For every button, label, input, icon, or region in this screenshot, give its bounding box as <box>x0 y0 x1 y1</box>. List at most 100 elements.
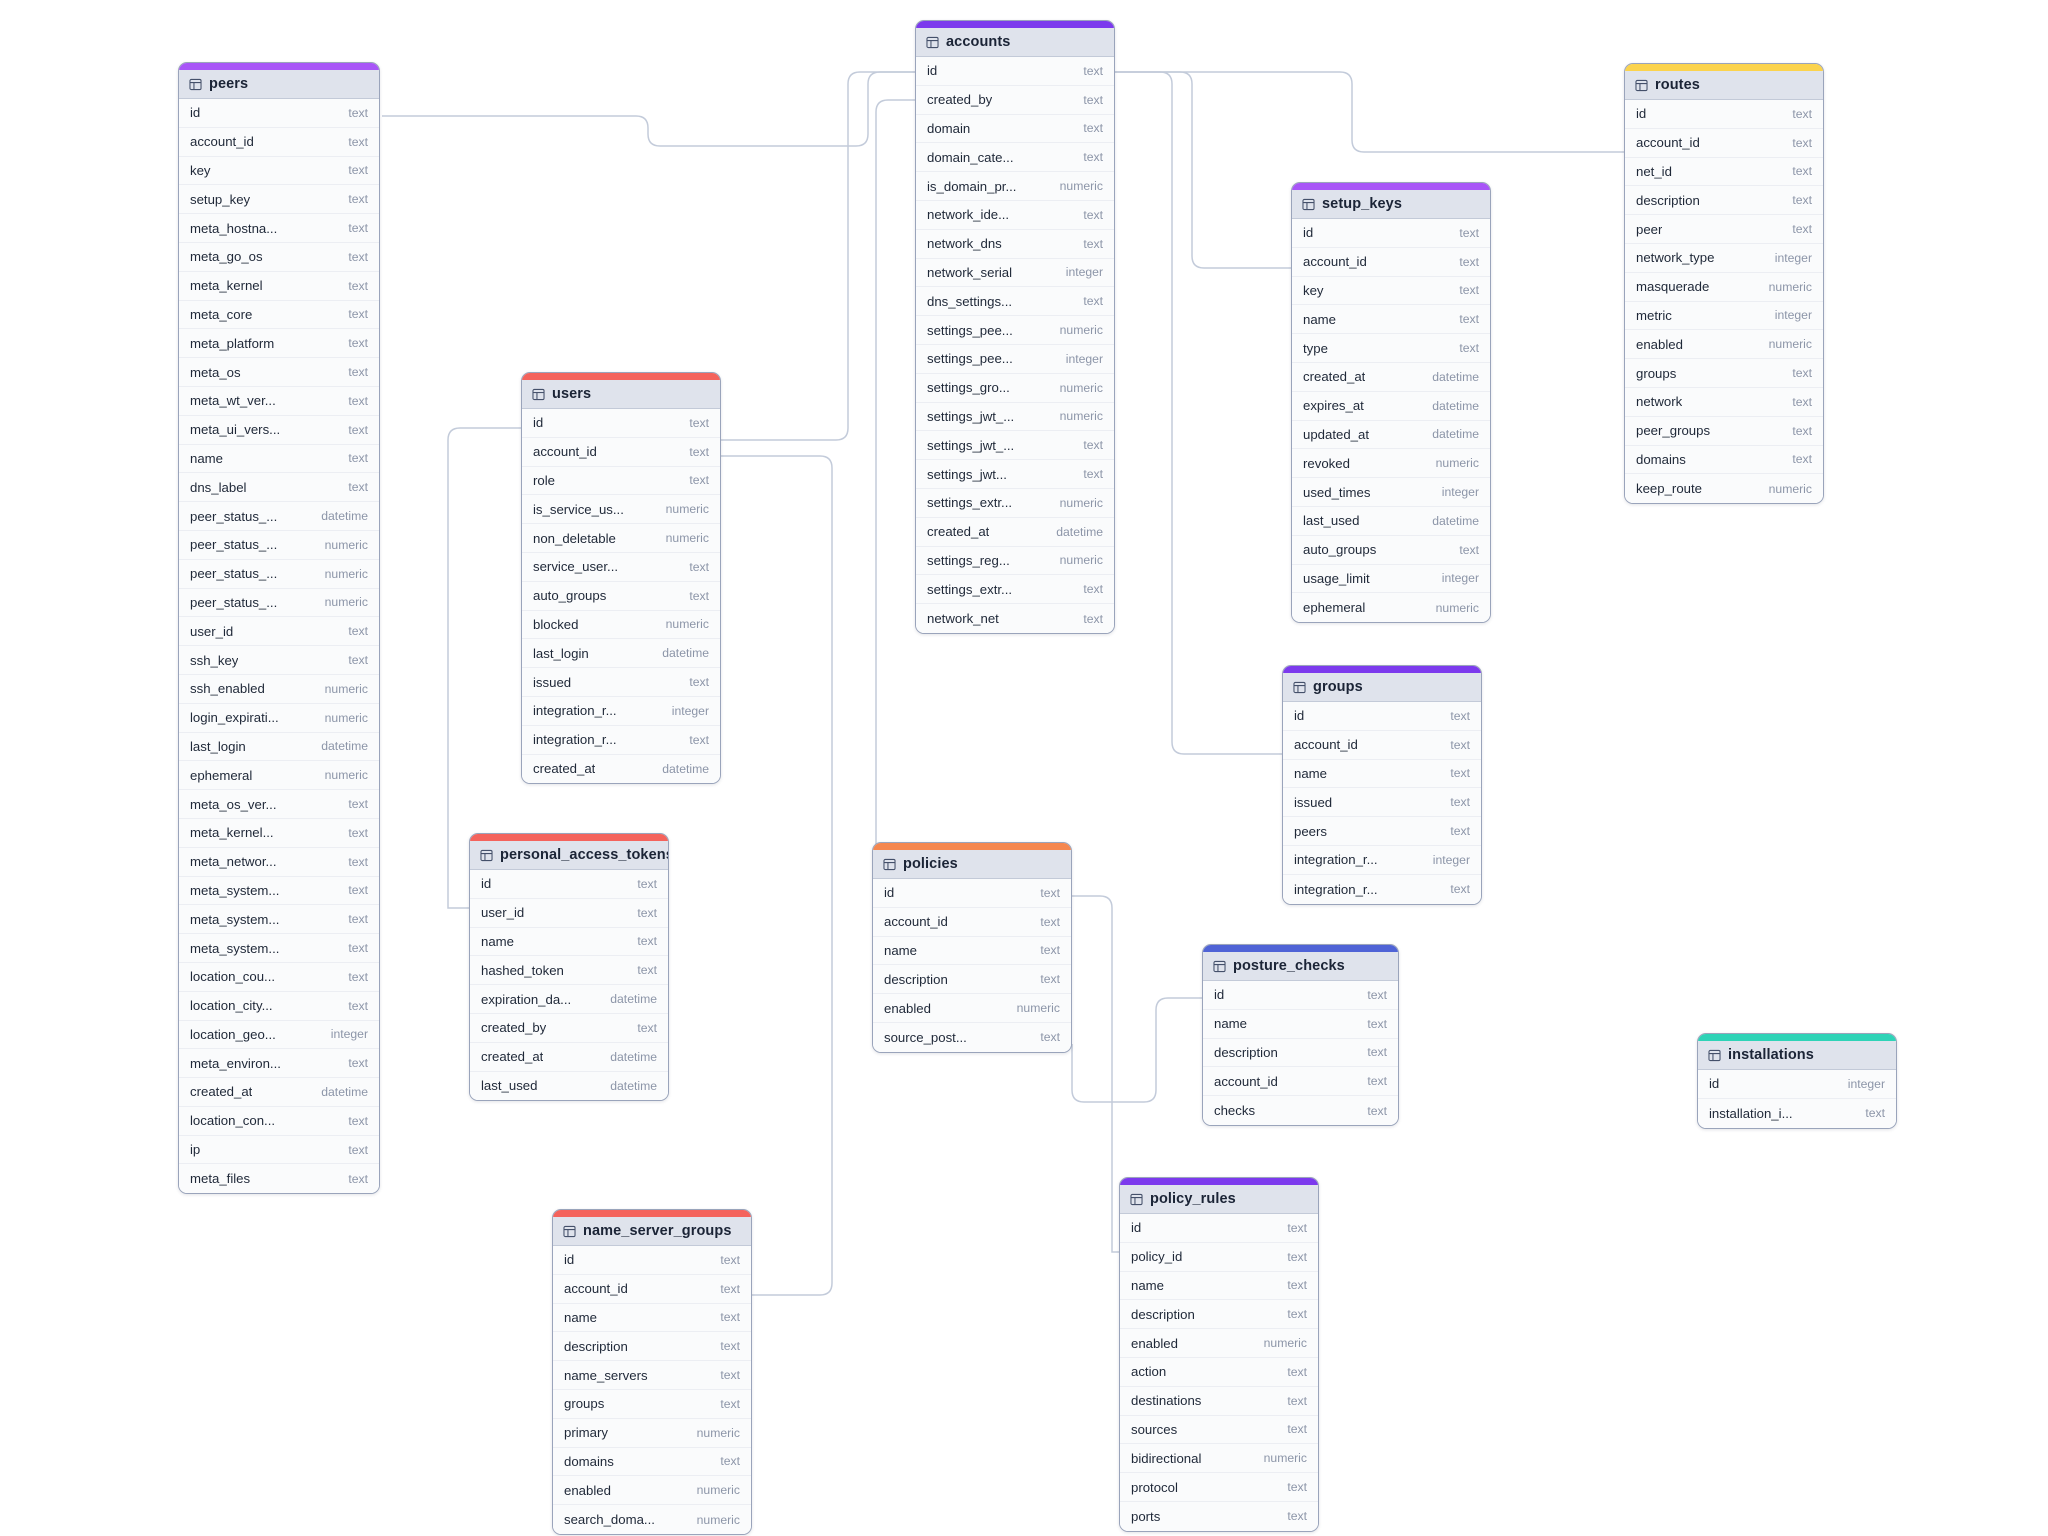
field-row[interactable]: settings_gro...numeric <box>916 373 1114 403</box>
field-row[interactable]: meta_system...text <box>179 934 379 963</box>
table-header[interactable]: accounts <box>916 28 1114 57</box>
field-row[interactable]: meta_networ...text <box>179 847 379 877</box>
field-row[interactable]: settings_jwt...text <box>916 460 1114 489</box>
field-row[interactable]: integration_r...text <box>1283 874 1481 904</box>
field-row[interactable]: settings_extr...text <box>916 575 1114 605</box>
table-header[interactable]: policy_rules <box>1120 1185 1318 1214</box>
field-row[interactable]: location_geo...integer <box>179 1020 379 1050</box>
field-row[interactable]: location_city...text <box>179 991 379 1021</box>
field-row[interactable]: location_cou...text <box>179 962 379 992</box>
field-row[interactable]: meta_system...text <box>179 876 379 906</box>
field-row[interactable]: meta_wt_ver...text <box>179 386 379 416</box>
field-row[interactable]: is_domain_pr...numeric <box>916 172 1114 201</box>
field-row[interactable]: peer_status_...numeric <box>179 530 379 560</box>
field-row[interactable]: settings_extr...numeric <box>916 488 1114 518</box>
table-header[interactable]: personal_access_tokens <box>470 841 668 870</box>
field-row[interactable]: integration_r...integer <box>522 696 720 726</box>
field-row[interactable]: meta_system...text <box>179 905 379 935</box>
field-row[interactable]: meta_hostna...text <box>179 214 379 243</box>
field-row[interactable]: network_ide...text <box>916 200 1114 230</box>
field-row[interactable]: dns_settings...text <box>916 287 1114 317</box>
table-header[interactable]: setup_keys <box>1292 190 1490 219</box>
table-header[interactable]: installations <box>1698 1041 1896 1070</box>
field-row[interactable]: settings_jwt_...numeric <box>916 402 1114 432</box>
field-row[interactable]: integration_r...text <box>522 725 720 755</box>
field-row[interactable]: search_doma...numeric <box>553 1505 751 1534</box>
